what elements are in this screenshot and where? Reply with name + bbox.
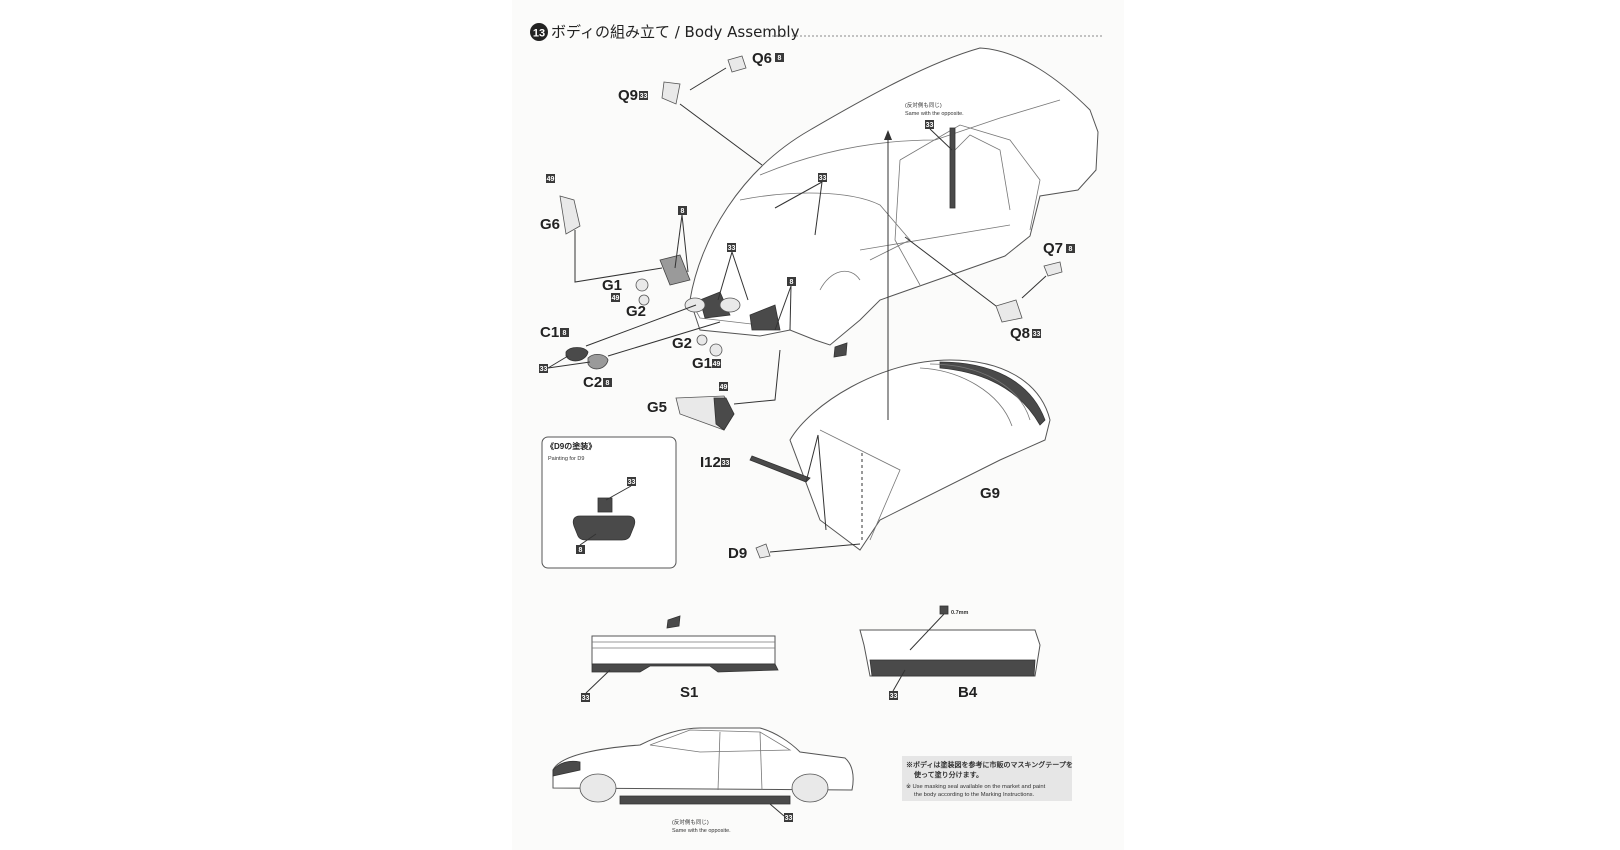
d9-paint-title-en: Painting for D9 <box>548 456 584 462</box>
b4-thickness: 0.7mm <box>951 610 969 616</box>
same-opposite-jp-bottom: (反対側も同じ) <box>672 818 709 826</box>
svg-text:33: 33 <box>819 175 827 182</box>
svg-text:49: 49 <box>720 384 728 391</box>
svg-text:33: 33 <box>728 245 736 252</box>
car-body-main <box>659 47 1099 358</box>
step-number-circle <box>530 23 548 41</box>
d9-painting-panel: 《D9の塗装》 Painting for D9 33 8 <box>541 436 677 569</box>
svg-text:33: 33 <box>540 366 548 373</box>
part-g1-g2-lower: G2 G1 49 <box>672 334 723 372</box>
part-d9-label: D9 <box>728 545 747 562</box>
part-q6-label: Q6 <box>752 50 772 67</box>
svg-text:49: 49 <box>612 295 620 302</box>
part-c2-label: C2 <box>583 374 602 391</box>
body-callouts: 33 (反対側も同じ) Same with the opposite. 33 3… <box>717 101 964 301</box>
svg-text:33: 33 <box>722 460 730 467</box>
svg-text:33: 33 <box>785 815 793 822</box>
same-opposite-en-top: Same with the opposite. <box>905 111 964 117</box>
svg-text:49: 49 <box>547 176 555 183</box>
svg-text:49: 49 <box>713 361 721 368</box>
svg-text:8: 8 <box>563 330 567 337</box>
svg-text:8: 8 <box>1069 246 1073 253</box>
part-g6-label: G6 <box>540 216 560 233</box>
part-g1-g2-upper: G1 49 G2 <box>602 277 650 320</box>
part-q7-q8: Q7 8 Q8 33 <box>904 236 1075 342</box>
part-q8-label: Q8 <box>1010 325 1030 342</box>
part-s1-label: S1 <box>680 684 698 701</box>
part-g5-label: G5 <box>647 399 667 416</box>
part-q7-label: Q7 <box>1043 240 1063 257</box>
part-g1-label-lower: G1 <box>692 355 712 372</box>
same-opposite-jp-top: (反対側も同じ) <box>905 101 942 109</box>
svg-text:33: 33 <box>890 693 898 700</box>
svg-text:33: 33 <box>1033 331 1041 338</box>
step-number: 13 <box>533 28 545 40</box>
svg-text:8: 8 <box>681 208 685 215</box>
part-g5: 49 G5 <box>647 349 781 431</box>
masking-note-jp-1: ※ボディは塗装図を参考に市販のマスキングテープを <box>906 760 1073 769</box>
masking-note-en-1: ※ Use masking seal available on the mark… <box>906 783 1046 790</box>
masking-note: ※ボディは塗装図を参考に市販のマスキングテープを 使って塗り分けます。 ※ Us… <box>902 756 1073 801</box>
part-g1-label-upper: G1 <box>602 277 622 294</box>
part-g9-label: G9 <box>980 485 1000 502</box>
car-side-profile: 33 (反対側も同じ) Same with the opposite. <box>552 727 854 834</box>
part-b4-label: B4 <box>958 684 978 701</box>
part-d9: D9 <box>728 450 863 562</box>
part-q9-label: Q9 <box>618 87 638 104</box>
part-g9: G9 <box>789 130 1051 551</box>
svg-text:33: 33 <box>628 479 636 486</box>
svg-text:33: 33 <box>582 695 590 702</box>
masking-note-en-2: the body according to the Marking Instru… <box>914 792 1035 798</box>
part-g2-label-upper: G2 <box>626 303 646 320</box>
part-c1-c2: C1 8 33 C2 8 <box>539 304 721 391</box>
part-b4: 0.7mm 33 B4 <box>859 605 1041 701</box>
paint-code-badge: 8 <box>778 55 782 62</box>
part-c1-label: C1 <box>540 324 559 341</box>
callout-8-upper: 8 8 <box>674 206 796 331</box>
page-title: ボディの組み立て / Body Assembly <box>551 23 800 41</box>
svg-text:8: 8 <box>790 279 794 286</box>
svg-text:33: 33 <box>640 93 648 100</box>
step-header: 13 ボディの組み立て / Body Assembly <box>530 23 1103 41</box>
masking-note-jp-2: 使って塗り分けます。 <box>913 770 983 779</box>
part-g2-label-lower: G2 <box>672 335 692 352</box>
part-i12-label: I12 <box>700 454 721 471</box>
svg-text:8: 8 <box>606 380 610 387</box>
part-q6: Q6 8 <box>689 50 784 91</box>
part-i12: I12 33 <box>700 434 827 531</box>
part-q9: Q9 33 <box>618 81 763 166</box>
part-g6: 49 G6 <box>540 174 663 283</box>
same-opposite-en-bottom: Same with the opposite. <box>672 828 731 834</box>
d9-paint-title-jp: 《D9の塗装》 <box>546 441 596 451</box>
part-s1: 33 S1 <box>581 615 779 702</box>
svg-text:8: 8 <box>579 547 583 554</box>
svg-text:33: 33 <box>926 122 934 129</box>
